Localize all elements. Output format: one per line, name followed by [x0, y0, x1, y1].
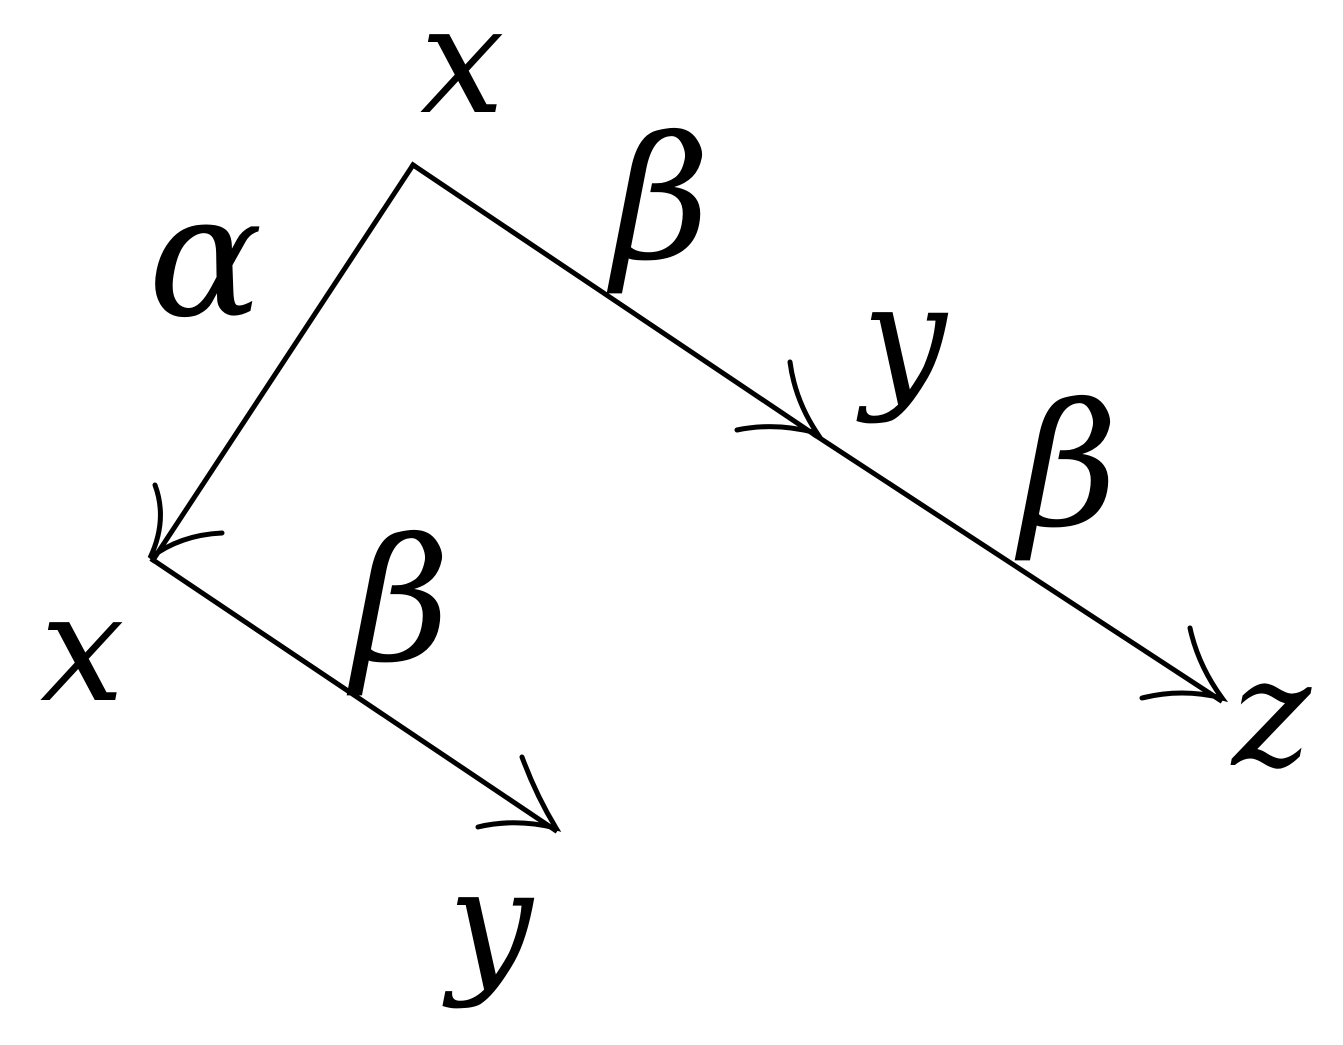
edge-root-to-left [149, 161, 417, 564]
edge-root-to-mid [409, 161, 819, 439]
edge-root-to-left-label: α [148, 158, 263, 356]
node-left-child-label: y [442, 837, 535, 1011]
arrowhead-mid [734, 359, 823, 438]
node-root-label: x [420, 0, 505, 148]
edge-left-to-left-child [149, 556, 559, 834]
edge-mid-to-far [811, 431, 1224, 704]
arrowhead-far [1139, 625, 1229, 703]
node-far-label: z [1230, 627, 1312, 801]
edge-left-to-left-child-label: β [346, 503, 450, 701]
node-left-label: x [40, 562, 125, 736]
arrowhead-left-child [475, 754, 562, 832]
node-mid-label: y [856, 252, 949, 426]
arrowhead-left [147, 482, 225, 560]
edge-root-to-mid-label: β [606, 101, 710, 299]
edge-mid-to-far-label: β [1014, 368, 1118, 566]
